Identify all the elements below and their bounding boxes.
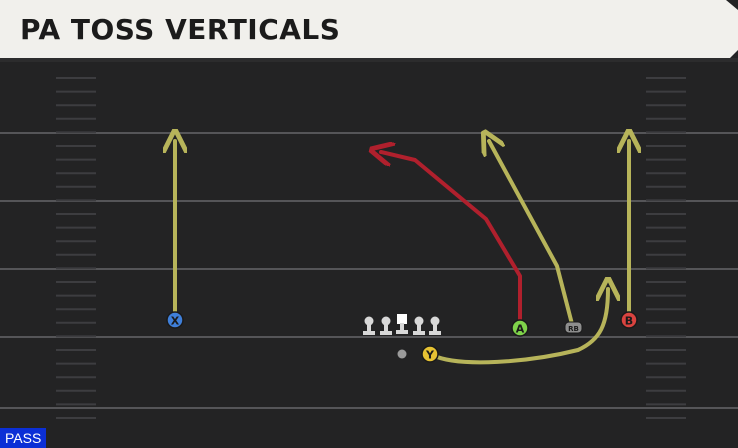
player-label: A bbox=[516, 323, 525, 336]
yard-lines bbox=[0, 132, 738, 409]
route-rb bbox=[489, 141, 574, 326]
player-x[interactable]: X bbox=[166, 311, 184, 329]
center-icon bbox=[396, 314, 408, 334]
play-type-badge: PASS bbox=[0, 428, 47, 448]
receiver-circle-icon bbox=[421, 345, 439, 363]
route-a bbox=[381, 152, 522, 328]
player-y[interactable]: Y bbox=[421, 345, 439, 363]
lineman-icon bbox=[429, 316, 441, 335]
offensive-line bbox=[363, 314, 441, 335]
player-a[interactable]: A bbox=[511, 319, 529, 337]
player-label: X bbox=[171, 315, 180, 328]
title-bar: PA TOSS VERTICALS bbox=[0, 0, 738, 62]
quarterback-icon bbox=[397, 349, 407, 359]
lineman-icon bbox=[413, 316, 425, 335]
hash-marks bbox=[56, 77, 686, 419]
route-y bbox=[430, 289, 608, 365]
receiver-circle-icon bbox=[620, 311, 638, 329]
player-b[interactable]: B bbox=[620, 311, 638, 329]
receiver-circle-icon bbox=[166, 311, 184, 329]
player-label: Y bbox=[425, 349, 435, 362]
lineman-icon bbox=[380, 316, 392, 335]
player-rb[interactable]: RB bbox=[564, 321, 583, 334]
receiver-circle-icon bbox=[511, 319, 529, 337]
routes bbox=[175, 141, 629, 365]
play-title: PA TOSS VERTICALS bbox=[20, 13, 341, 46]
player-label: RB bbox=[568, 325, 579, 333]
title-bar-shape bbox=[0, 0, 738, 62]
player-label: B bbox=[625, 315, 633, 328]
lineman-icon bbox=[363, 316, 375, 335]
running-back-icon bbox=[564, 321, 583, 334]
